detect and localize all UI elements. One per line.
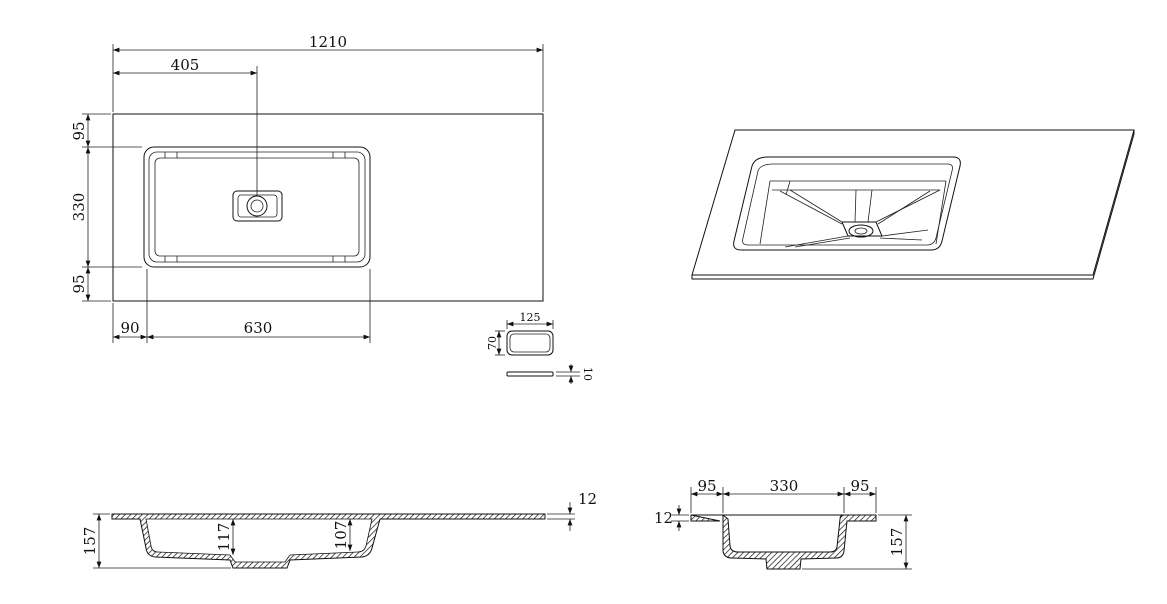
dim-bowl-length: 630: [244, 319, 273, 337]
plan-view: 1210 405 95 330 95 90 630: [70, 33, 544, 343]
front-section: 12 157 117 107: [81, 490, 597, 569]
dim-side-slab: 12: [654, 509, 673, 527]
drain-cover-profile: [506, 371, 554, 377]
iso-bowl-rim: [733, 156, 961, 251]
dim-bottom-margin: 95: [70, 274, 88, 293]
drain-outer: [232, 190, 283, 222]
dim-front-total-height: 157: [81, 527, 99, 556]
dim-front-depth-right: 107: [332, 521, 350, 550]
iso-countertop-top: [691, 129, 1135, 276]
iso-countertop-edge: [691, 130, 1135, 280]
drain-hole: [246, 195, 268, 217]
dim-left-margin: 90: [120, 319, 139, 337]
dim-top-margin: 95: [70, 121, 88, 140]
dim-cover-thickness: 10: [581, 367, 594, 381]
side-section: 95 330 95 12 157: [654, 477, 912, 570]
dim-front-slab: 12: [578, 490, 597, 508]
dim-front-depth-center: 117: [215, 523, 233, 552]
drain-cover-detail: 125 70 10: [486, 311, 594, 384]
dim-drain-offset: 405: [171, 56, 200, 74]
dim-side-total-height: 157: [888, 528, 906, 557]
isometric-view: [691, 129, 1135, 280]
countertop-outline: [112, 113, 544, 302]
dim-overall-width: 1210: [309, 33, 347, 51]
dim-bowl-depth: 330: [70, 193, 88, 222]
dim-cover-height: 70: [486, 336, 499, 350]
dim-side-right-margin: 95: [850, 477, 869, 495]
dim-cover-width: 125: [520, 311, 541, 324]
drain-cover-plan: [506, 330, 554, 356]
side-section-solid: [690, 514, 877, 570]
dim-side-left-margin: 95: [697, 477, 716, 495]
dim-side-bowl-width: 330: [770, 477, 799, 495]
drain-inner: [237, 194, 278, 218]
